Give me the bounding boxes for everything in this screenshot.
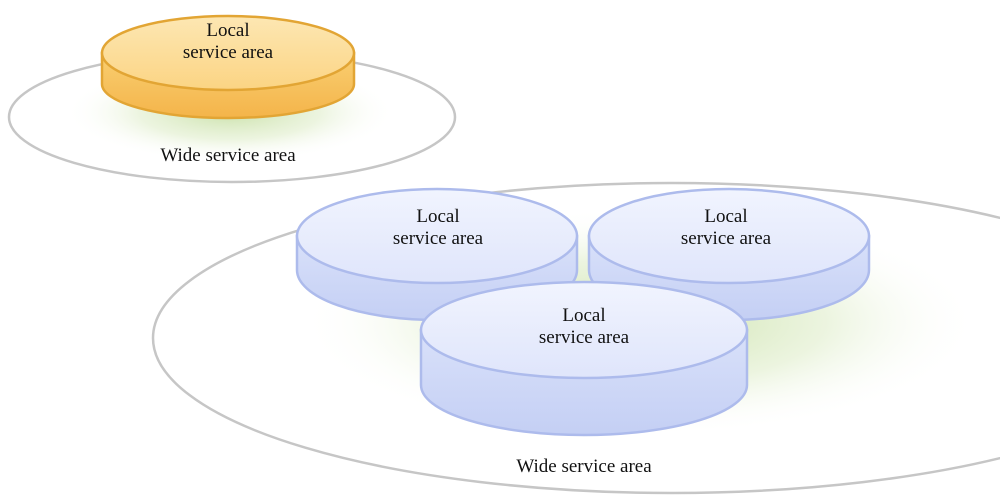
top-wide-area-label: Wide service area bbox=[138, 145, 318, 167]
top-wide-text: Wide service area bbox=[160, 145, 296, 166]
local-service-area-center bbox=[419, 280, 749, 437]
top-local-line1: Local bbox=[206, 20, 250, 41]
center-local-line2: service area bbox=[538, 327, 630, 348]
center-local-area-label: Local service area bbox=[514, 305, 654, 349]
right-local-line1: Local bbox=[704, 206, 748, 227]
bottom-wide-area-label: Wide service area bbox=[494, 456, 674, 478]
bottom-wide-text: Wide service area bbox=[516, 456, 652, 477]
left-local-line1: Local bbox=[416, 206, 460, 227]
right-local-area-label: Local service area bbox=[656, 206, 796, 250]
top-local-area-label: Local service area bbox=[158, 20, 298, 64]
right-local-line2: service area bbox=[680, 228, 772, 249]
center-local-line1: Local bbox=[562, 305, 606, 326]
local-service-area-top bbox=[100, 14, 356, 120]
left-local-line2: service area bbox=[392, 228, 484, 249]
top-local-line2: service area bbox=[182, 42, 274, 63]
left-local-area-label: Local service area bbox=[368, 206, 508, 250]
